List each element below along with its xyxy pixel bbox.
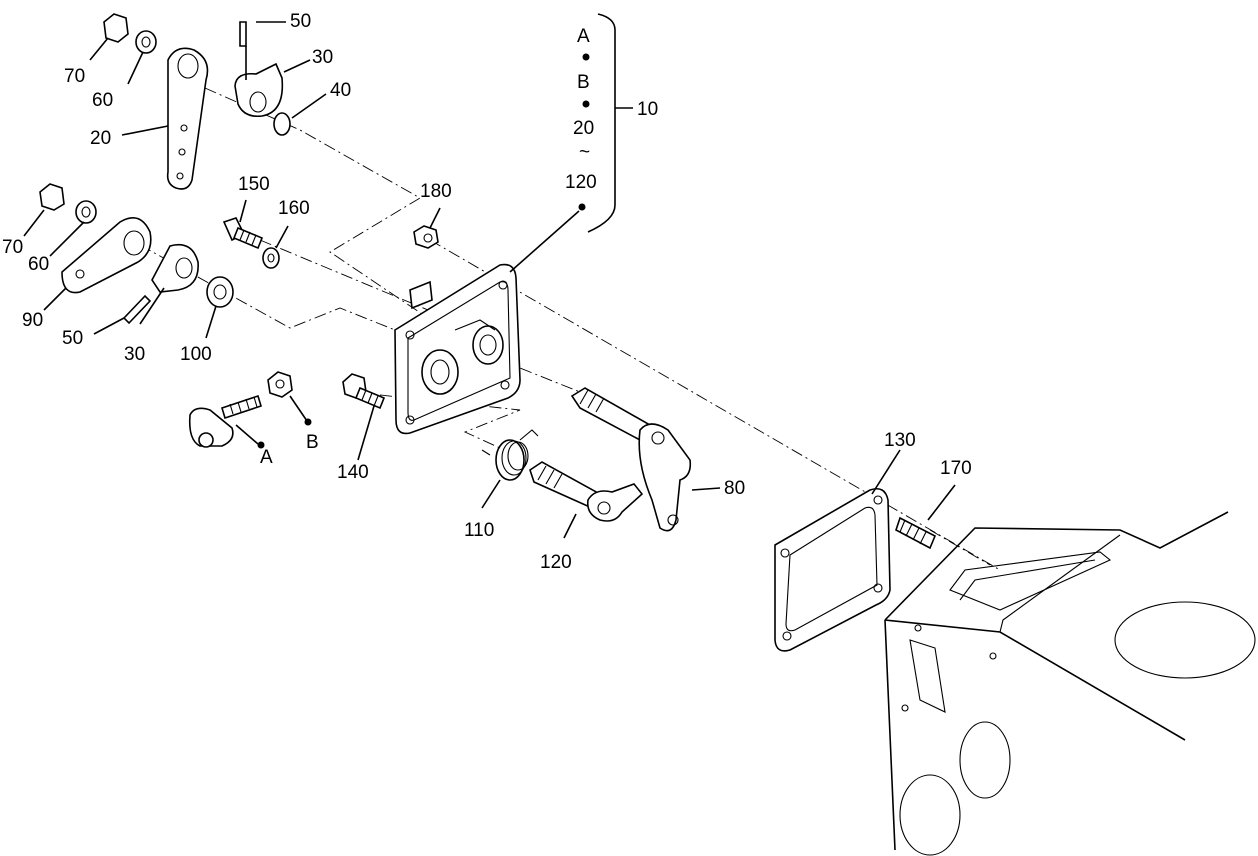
gasket-part-130 bbox=[774, 487, 891, 652]
pin-part-50-upper bbox=[239, 21, 247, 47]
bolt-part-140 bbox=[342, 373, 386, 410]
cam-part-30-upper bbox=[234, 62, 284, 118]
callout-180: 180 bbox=[420, 181, 452, 202]
reference-b: B bbox=[306, 432, 319, 453]
kit-legend-120: 120 bbox=[565, 172, 597, 193]
kit-legend: A B 20 ~ 120 bbox=[565, 26, 597, 193]
engine-housing bbox=[884, 511, 1256, 856]
upper-lever-group bbox=[103, 13, 291, 190]
cover-plate bbox=[394, 263, 521, 435]
lever-part-90 bbox=[61, 216, 152, 294]
stud-part-170 bbox=[895, 516, 937, 550]
callout-130: 130 bbox=[884, 430, 916, 451]
callout-30-lower: 30 bbox=[124, 344, 145, 365]
circlip-part-40 bbox=[273, 112, 291, 136]
middle-lever-group bbox=[39, 183, 234, 325]
callout-160: 160 bbox=[278, 198, 310, 219]
leader-lines bbox=[23, 21, 956, 539]
kit-legend-a: A bbox=[577, 26, 590, 47]
callout-30-upper: 30 bbox=[312, 47, 333, 68]
kit-legend-tilde: ~ bbox=[579, 142, 590, 163]
callout-50-lower: 50 bbox=[62, 328, 83, 349]
nut-ref-b bbox=[267, 371, 293, 398]
nut-part-70-lower bbox=[39, 183, 65, 211]
lever-part-20 bbox=[166, 47, 209, 190]
washer-part-60-upper bbox=[135, 30, 157, 54]
callout-170: 170 bbox=[940, 458, 972, 479]
callout-70-upper: 70 bbox=[64, 66, 85, 87]
callout-10: 10 bbox=[637, 99, 658, 120]
callout-150: 150 bbox=[238, 174, 270, 195]
spring-part-110 bbox=[481, 429, 539, 481]
bolt-part-150 bbox=[222, 217, 264, 250]
washer-part-160 bbox=[262, 247, 280, 269]
shaft-part-120 bbox=[529, 461, 644, 522]
callout-140: 140 bbox=[337, 462, 369, 483]
oil-seal-part-100 bbox=[206, 276, 234, 308]
cam-part-30-lower bbox=[151, 243, 199, 293]
callout-20: 20 bbox=[90, 128, 111, 149]
callout-120: 120 bbox=[540, 552, 572, 573]
callout-100: 100 bbox=[180, 344, 212, 365]
adjust-screw-a bbox=[188, 394, 262, 448]
kit-legend-20: 20 bbox=[573, 118, 594, 139]
pin-part-50-lower bbox=[122, 294, 152, 325]
reference-a: A bbox=[260, 447, 273, 468]
callout-80: 80 bbox=[724, 478, 745, 499]
nut-part-180 bbox=[413, 225, 439, 249]
callout-40: 40 bbox=[330, 80, 351, 101]
kit-legend-b: B bbox=[577, 72, 590, 93]
callout-110: 110 bbox=[464, 520, 494, 541]
callout-60-upper: 60 bbox=[92, 90, 113, 111]
callout-60-lower: 60 bbox=[28, 254, 49, 275]
shaft-part-80 bbox=[570, 387, 692, 532]
callout-labels: 70 60 20 50 30 40 70 60 90 50 30 100 150… bbox=[2, 11, 972, 573]
callout-90: 90 bbox=[22, 310, 43, 331]
kit-bracket bbox=[509, 13, 633, 273]
washer-part-60-lower bbox=[75, 200, 97, 224]
callout-70-lower: 70 bbox=[2, 237, 23, 258]
nut-part-70-upper bbox=[103, 13, 129, 43]
callout-50-upper: 50 bbox=[290, 11, 311, 32]
